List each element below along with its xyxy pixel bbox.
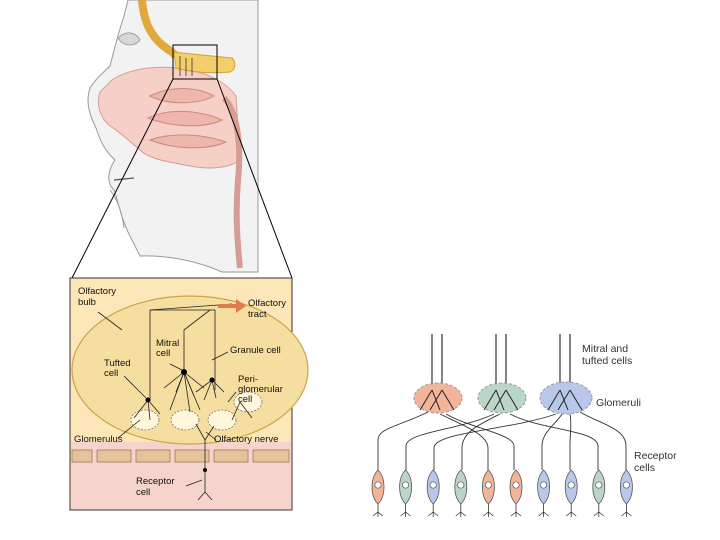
glomerulus-blue — [539, 381, 593, 415]
receptor-cell-green — [592, 469, 606, 517]
label-glomeruli: Glomeruli — [596, 397, 641, 409]
glomeruli-circles — [130, 391, 263, 431]
glomerulus-green — [477, 382, 527, 414]
receptor-cells — [371, 469, 633, 517]
receptor-cell-red — [509, 469, 523, 517]
label-olfactory-nerve: Olfactory nerve — [214, 434, 278, 445]
label-granule-cell: Granule cell — [230, 345, 281, 356]
cribriform-plate — [71, 449, 290, 463]
glomerulus-red — [413, 382, 463, 414]
head-illustration — [71, 0, 293, 279]
label-glomerulus: Glomerulus — [74, 434, 123, 445]
receptor-cell-blue — [426, 469, 440, 517]
receptor-cell-green — [399, 469, 412, 517]
receptor-cell-blue — [537, 469, 550, 517]
receptor-cell-blue — [620, 469, 633, 517]
receptor-cell-red — [371, 469, 385, 517]
receptor-cell-blue — [564, 469, 578, 517]
olfactory-tract-arrow — [218, 299, 246, 313]
mitral-cell-body — [181, 369, 187, 375]
receptor-cell-red — [482, 469, 495, 517]
receptor-cell-green — [454, 469, 468, 517]
zoom-box — [172, 44, 218, 80]
